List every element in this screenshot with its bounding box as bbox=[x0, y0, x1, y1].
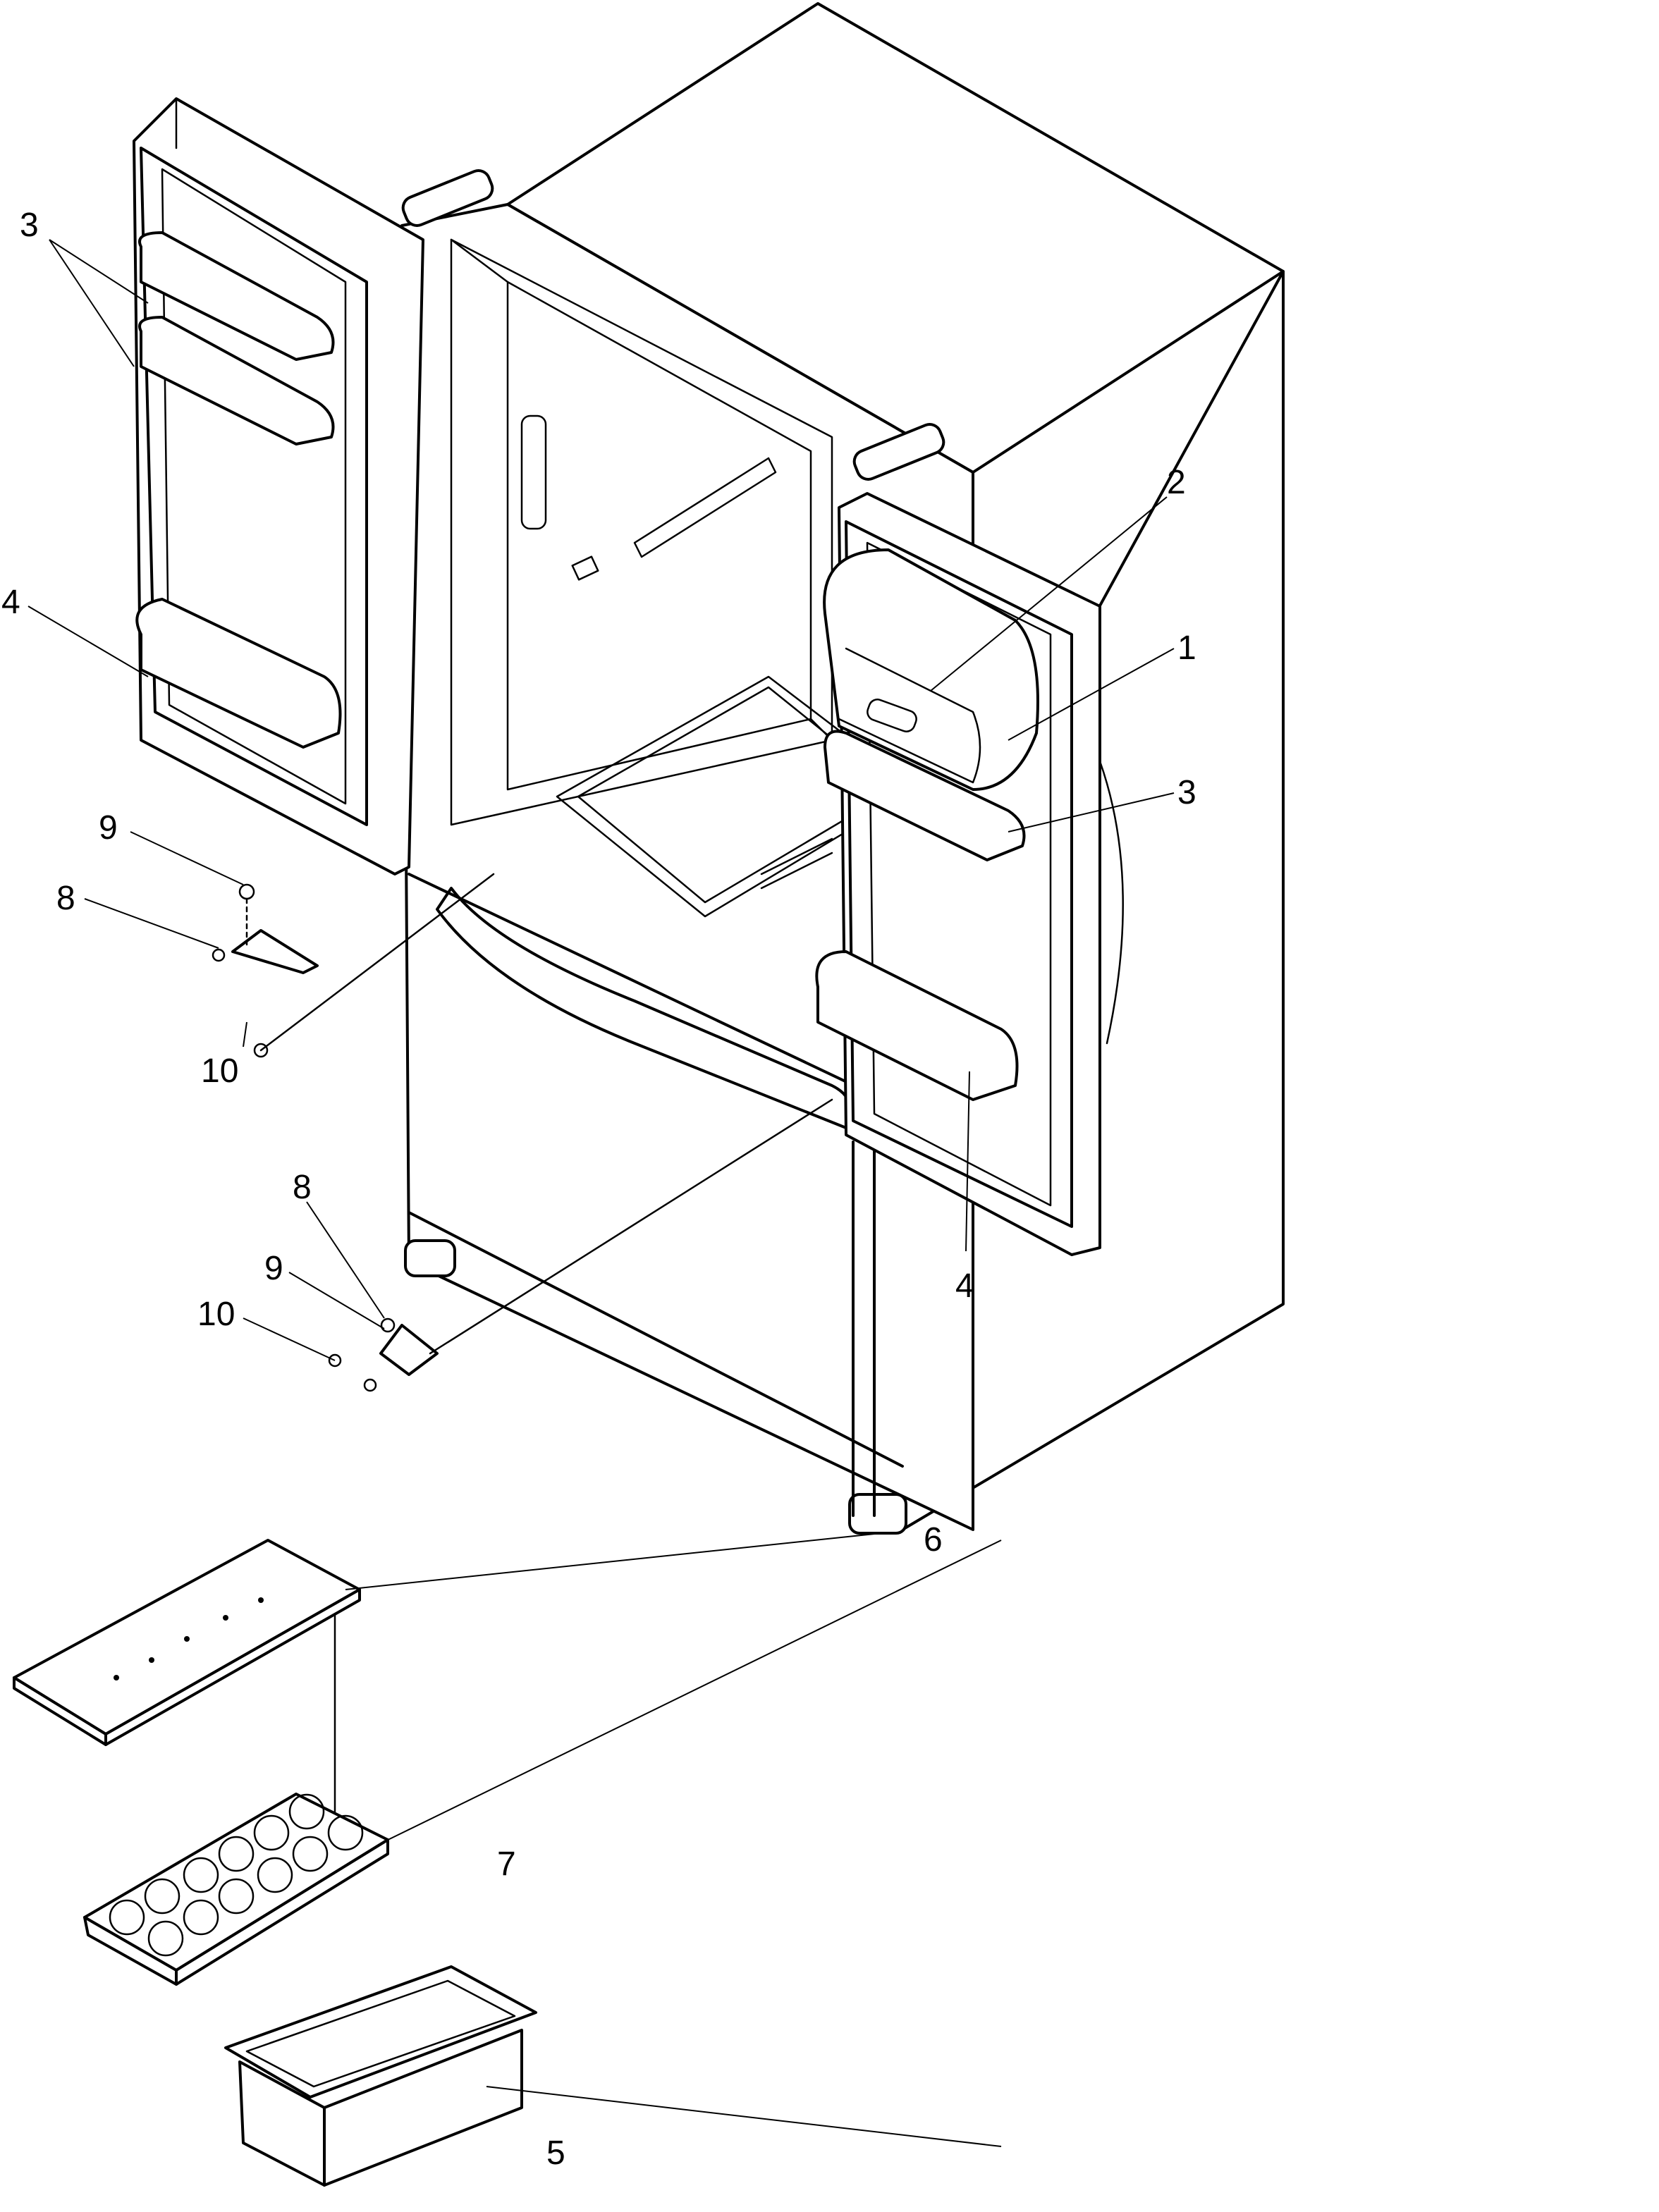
callout-9-lower: 9 bbox=[264, 1250, 283, 1287]
callout-10-lower: 10 bbox=[197, 1296, 235, 1333]
left-door-shelf-upper bbox=[138, 231, 335, 446]
callout-3-left: 3 bbox=[20, 207, 39, 244]
callout-8-lower: 8 bbox=[293, 1169, 312, 1206]
left-door bbox=[133, 97, 424, 875]
callout-6: 6 bbox=[924, 1521, 943, 1559]
left-door-bin bbox=[135, 598, 342, 749]
leader-lines bbox=[27, 239, 1175, 2147]
callout-8-upper: 8 bbox=[56, 880, 75, 917]
callout-7: 7 bbox=[497, 1845, 516, 1883]
callout-5: 5 bbox=[546, 2134, 565, 2172]
egg-tray bbox=[83, 1793, 389, 1986]
callout-4-right: 4 bbox=[955, 1267, 974, 1305]
callout-10-upper: 10 bbox=[201, 1052, 238, 1090]
callout-2: 2 bbox=[1167, 464, 1186, 501]
lower-hinge-assembly bbox=[328, 1098, 833, 1392]
right-door-bin bbox=[815, 950, 1019, 1101]
callout-labels: 3 4 9 8 10 8 9 10 2 1 3 4 6 7 5 bbox=[1, 207, 1196, 2172]
right-door-dairy-compartment bbox=[823, 548, 1039, 791]
right-door bbox=[815, 492, 1124, 1256]
callout-4-left: 4 bbox=[1, 584, 20, 621]
callout-3-right: 3 bbox=[1177, 774, 1196, 811]
upper-hinge-assembly bbox=[212, 873, 495, 1058]
storage-bin bbox=[224, 1965, 537, 2187]
egg-cover bbox=[13, 1539, 361, 1746]
callout-1: 1 bbox=[1177, 629, 1196, 667]
right-door-shelf bbox=[824, 730, 1026, 861]
callout-9-upper: 9 bbox=[99, 809, 118, 847]
